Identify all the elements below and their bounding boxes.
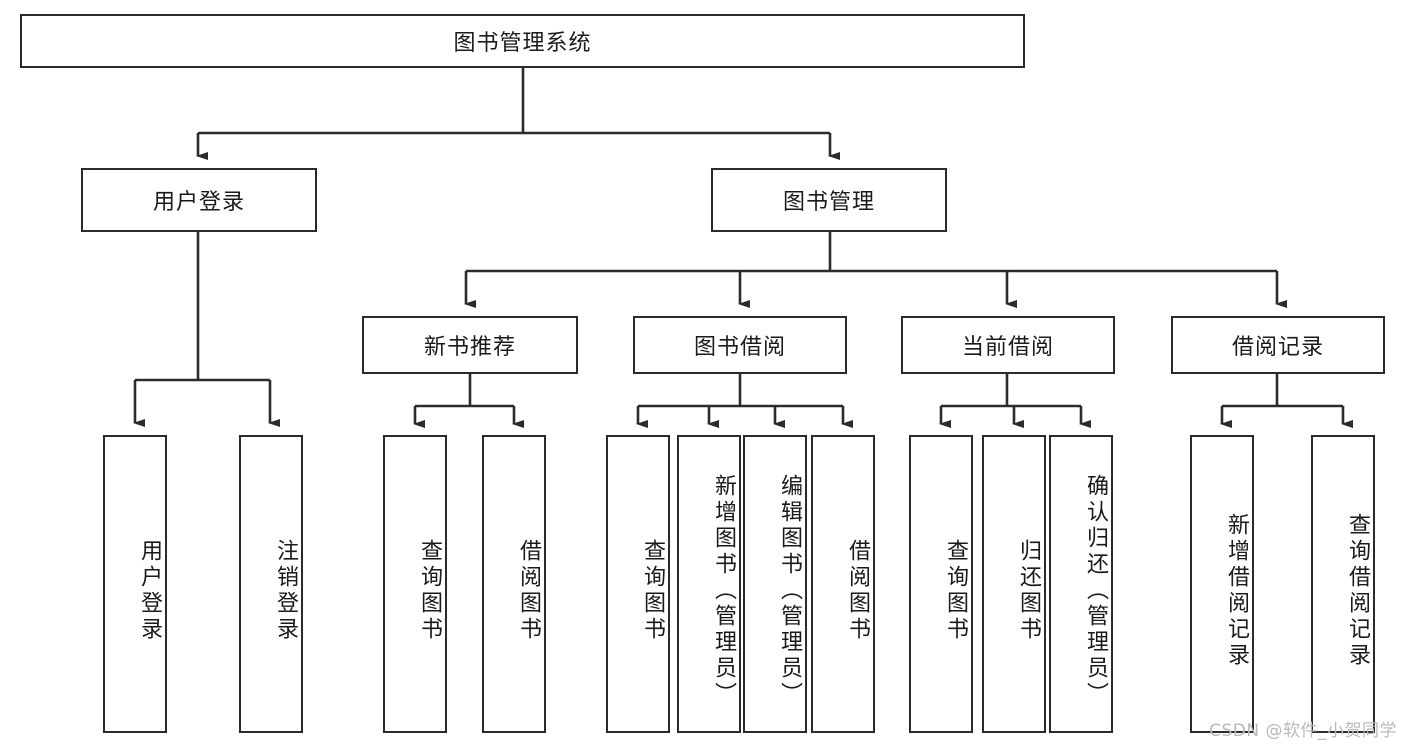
node-label: 图书管理 bbox=[782, 190, 875, 215]
leaf-return-book[interactable]: 归还图书 bbox=[982, 435, 1046, 733]
node-label: 编辑图书（管理员） bbox=[777, 474, 802, 708]
leaf-query-book-recommend[interactable]: 查询图书 bbox=[383, 435, 447, 733]
leaf-add-book-admin[interactable]: 新增图书（管理员） bbox=[677, 435, 741, 733]
node-label: 借阅记录 bbox=[1231, 335, 1324, 360]
node-book-management[interactable]: 图书管理 bbox=[711, 168, 947, 232]
node-book-borrow[interactable]: 图书借阅 bbox=[633, 316, 847, 374]
node-label: 图书管理系统 bbox=[453, 31, 592, 56]
node-label: 用户登录 bbox=[137, 539, 162, 643]
leaf-logout[interactable]: 注销登录 bbox=[239, 435, 303, 733]
node-label: 用户登录 bbox=[152, 190, 245, 215]
node-label: 查询图书 bbox=[417, 539, 442, 643]
leaf-borrow-book-recommend[interactable]: 借阅图书 bbox=[482, 435, 546, 733]
leaf-borrow-book[interactable]: 借阅图书 bbox=[811, 435, 875, 733]
leaf-query-book-borrow[interactable]: 查询图书 bbox=[606, 435, 670, 733]
node-current-borrow[interactable]: 当前借阅 bbox=[901, 316, 1115, 374]
node-label: 查询借阅记录 bbox=[1345, 513, 1370, 669]
leaf-edit-book-admin[interactable]: 编辑图书（管理员） bbox=[743, 435, 807, 733]
node-label: 查询图书 bbox=[943, 539, 968, 643]
node-label: 确认归还（管理员） bbox=[1083, 474, 1108, 708]
node-borrow-record[interactable]: 借阅记录 bbox=[1171, 316, 1385, 374]
node-label: 新书推荐 bbox=[423, 335, 516, 360]
leaf-query-book-current[interactable]: 查询图书 bbox=[909, 435, 973, 733]
node-label: 新增图书（管理员） bbox=[711, 474, 736, 708]
node-label: 图书借阅 bbox=[693, 335, 786, 360]
node-label: 注销登录 bbox=[273, 539, 298, 643]
node-label: 查询图书 bbox=[640, 539, 665, 643]
node-label: 当前借阅 bbox=[961, 335, 1054, 360]
leaf-query-borrow-record[interactable]: 查询借阅记录 bbox=[1311, 435, 1375, 733]
leaf-user-login[interactable]: 用户登录 bbox=[103, 435, 167, 733]
node-label: 借阅图书 bbox=[845, 539, 870, 643]
node-label: 新增借阅记录 bbox=[1224, 513, 1249, 669]
node-new-book-recommend[interactable]: 新书推荐 bbox=[362, 316, 578, 374]
node-label: 借阅图书 bbox=[516, 539, 541, 643]
node-label: 归还图书 bbox=[1016, 539, 1041, 643]
node-user-login[interactable]: 用户登录 bbox=[81, 168, 317, 232]
leaf-confirm-return-admin[interactable]: 确认归还（管理员） bbox=[1049, 435, 1113, 733]
node-root-book-management-system[interactable]: 图书管理系统 bbox=[20, 14, 1025, 68]
leaf-add-borrow-record[interactable]: 新增借阅记录 bbox=[1190, 435, 1254, 733]
watermark-csdn: CSDN @软件_小贺同学 bbox=[1209, 721, 1397, 741]
